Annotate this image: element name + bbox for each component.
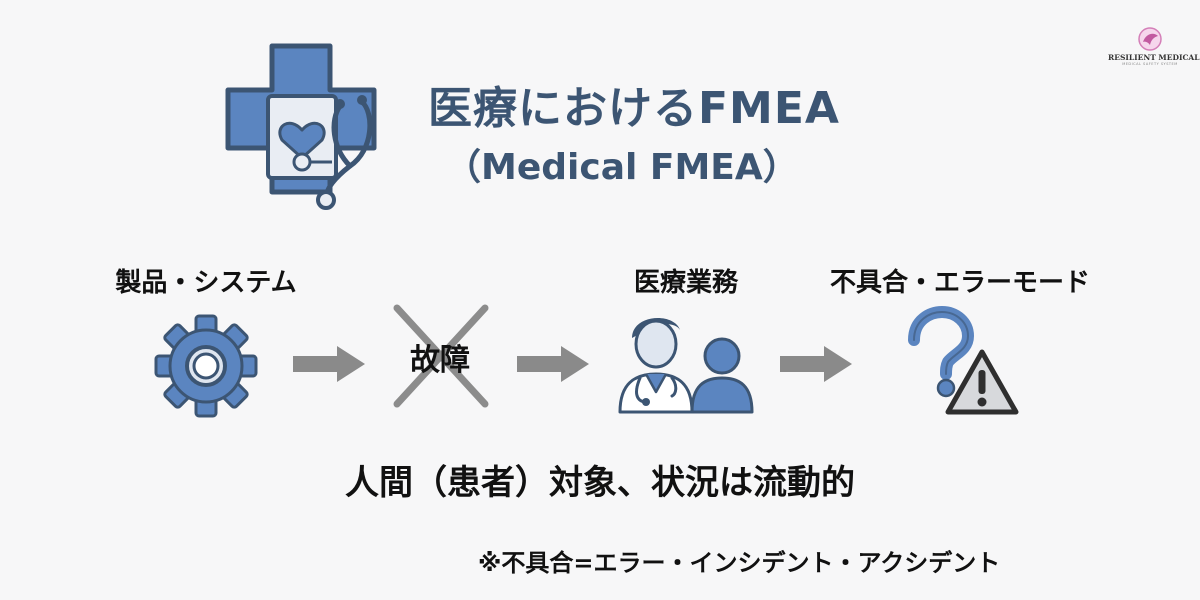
page-subtitle: （Medical FMEA） — [445, 147, 799, 188]
key-statement: 人間（患者）対象、状況は流動的 — [345, 463, 855, 503]
logo-emblem-icon — [1138, 27, 1162, 51]
logo-tagline: MEDICAL SAFETY SYSTEM — [1122, 62, 1178, 66]
page-title: 医療におけるFMEA — [428, 83, 840, 134]
medical-cross-stethoscope-icon — [225, 43, 377, 210]
logo-name: RESILIENT MEDICAL — [1108, 53, 1200, 62]
arrow-right-icon — [293, 346, 365, 382]
gear-icon — [154, 314, 258, 418]
arrow-right-icon — [780, 346, 852, 382]
crossed-out-icon — [393, 304, 489, 408]
step-label-failure: 故障 — [410, 343, 470, 378]
step-label-error-mode: 不具合・エラーモード — [829, 268, 1091, 298]
step-label-medical-work: 医療業務 — [633, 268, 739, 298]
question-warning-icon — [908, 305, 1019, 415]
arrow-right-icon — [517, 346, 589, 382]
doctor-patient-icon — [618, 318, 754, 414]
brand-logo: RESILIENT MEDICAL MEDICAL SAFETY SYSTEM — [1108, 26, 1200, 76]
step-label-product-system: 製品・システム — [115, 268, 297, 298]
footnote: ※不具合=エラー・インシデント・アクシデント — [478, 549, 1001, 577]
